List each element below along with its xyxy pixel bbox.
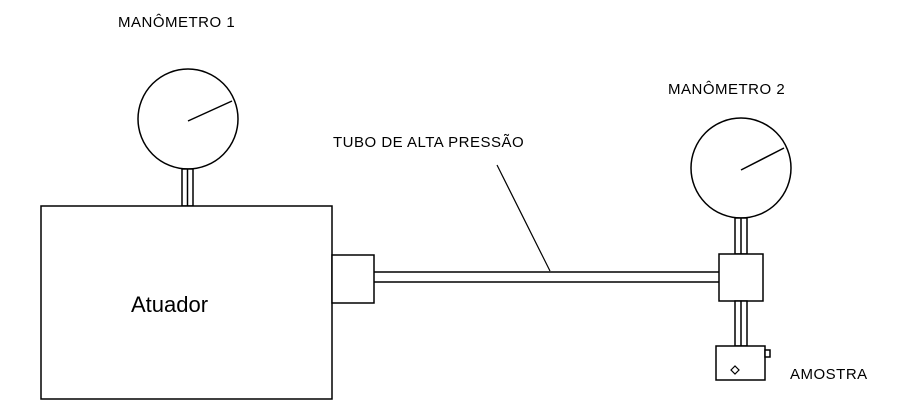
actuator-label: Atuador: [131, 292, 208, 317]
sample-tab: [764, 349, 771, 358]
actuator-connector: [331, 254, 375, 304]
actuator: [40, 205, 333, 400]
gauge2-label: MANÔMETRO 2: [668, 81, 785, 98]
junction-block: [718, 253, 764, 302]
sample-label: AMOSTRA: [790, 366, 868, 383]
sample-box: [715, 345, 766, 381]
high-pressure-tube: [374, 271, 719, 283]
actuator-box: [40, 205, 333, 400]
sample: [715, 345, 771, 381]
gauge2: [690, 117, 792, 255]
tube-leader-line: [496, 164, 551, 272]
gauge1: [137, 68, 239, 207]
gauge1-dial: [137, 68, 239, 170]
gauge2-needle: [740, 147, 785, 171]
tube-label: TUBO DE ALTA PRESSÃO: [333, 134, 524, 151]
sample-stem: [734, 300, 748, 347]
gauge1-needle: [187, 100, 233, 122]
gauge1-label: MANÔMETRO 1: [118, 14, 235, 31]
gauge2-dial: [690, 117, 792, 219]
sample-diamond-icon: [730, 365, 740, 375]
